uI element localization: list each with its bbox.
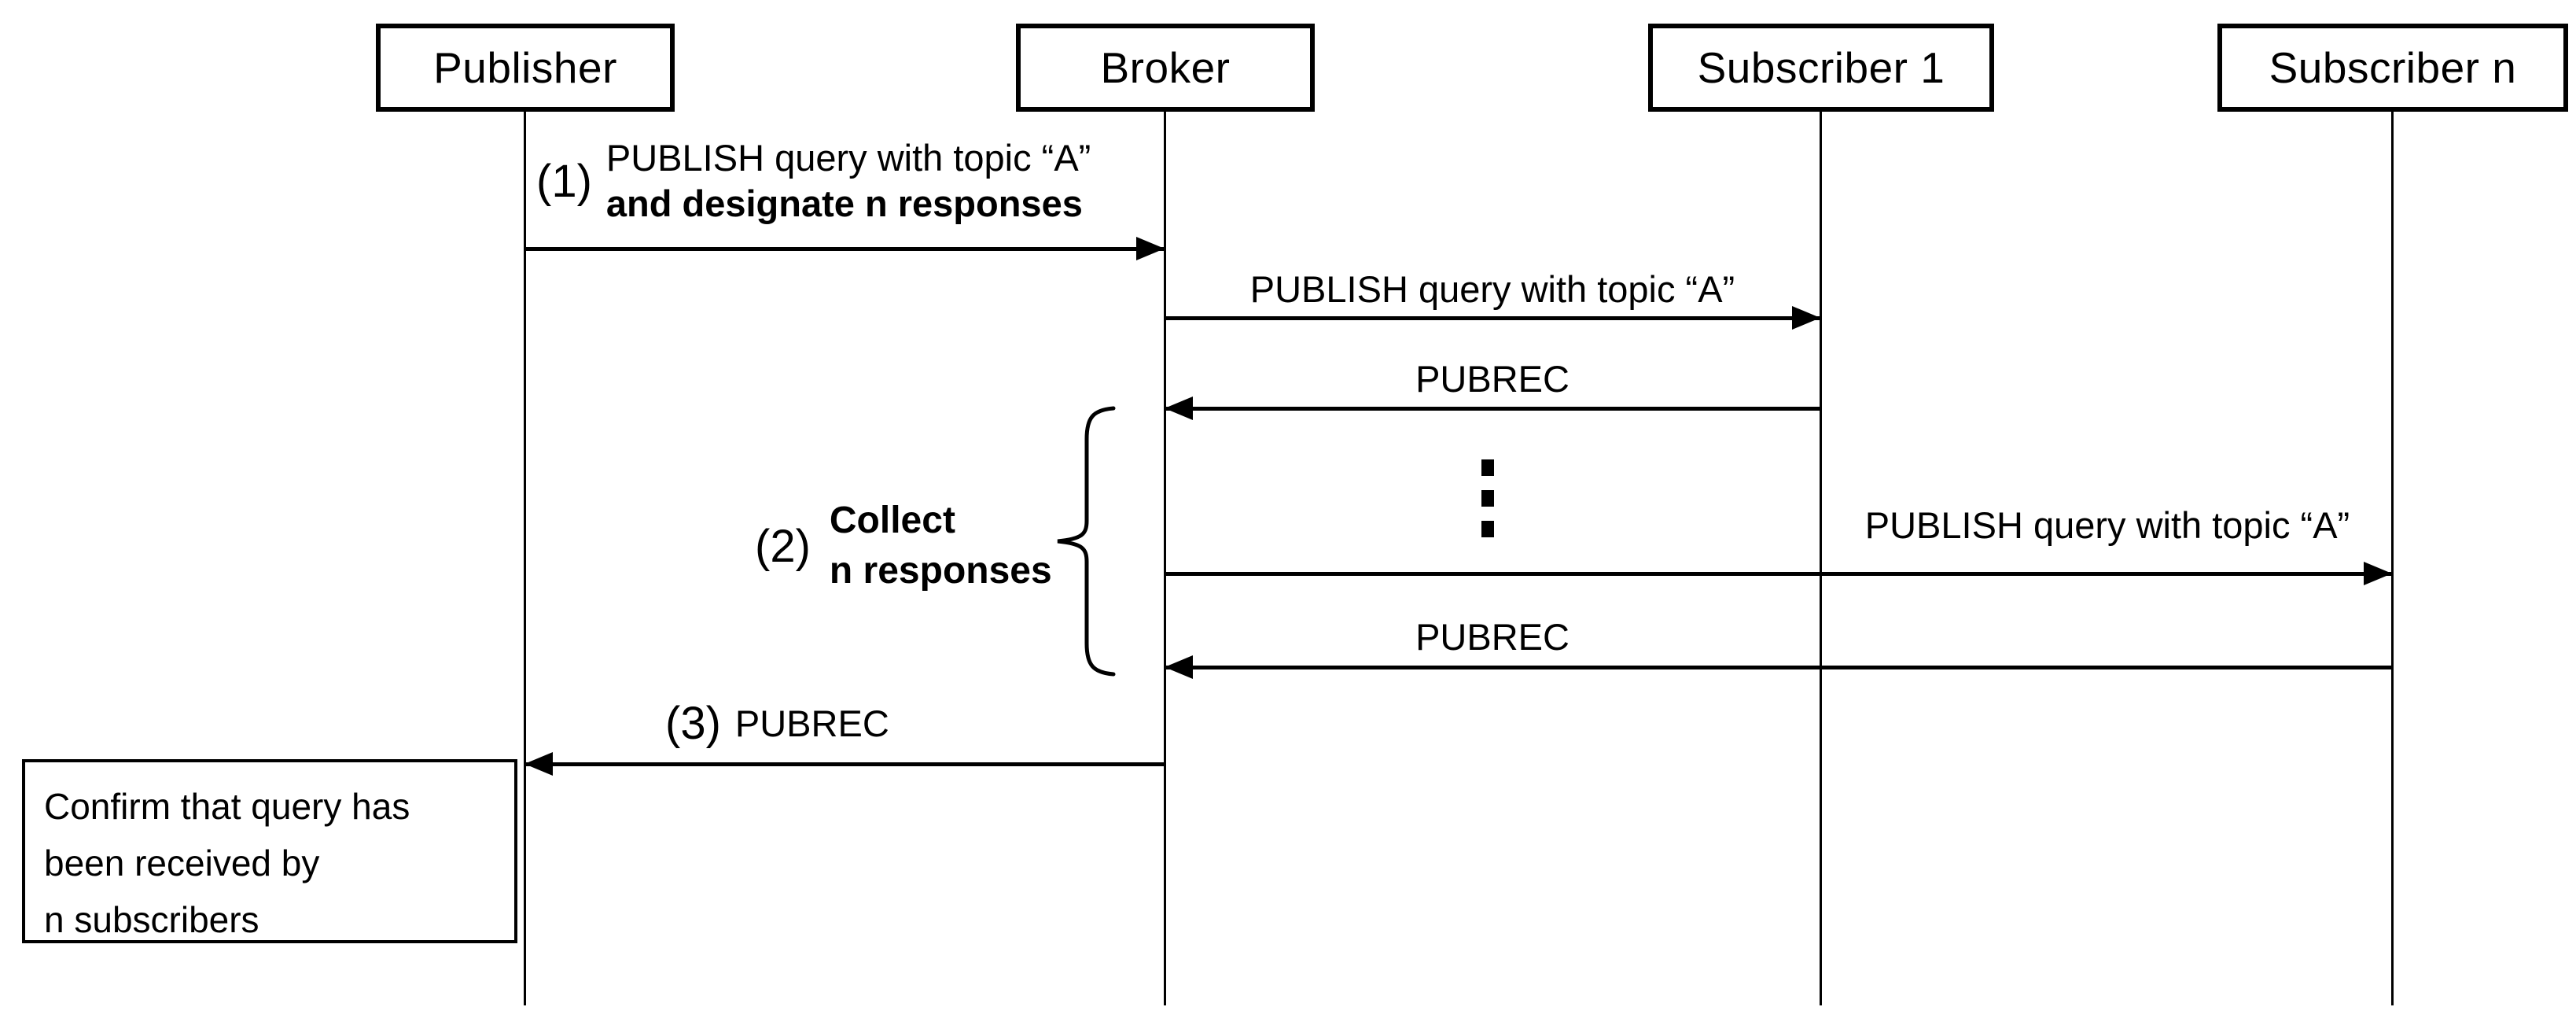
arrowhead-right-icon [1136,237,1165,260]
message-5-label: PUBREC [1415,616,1570,658]
vertical-ellipsis-icon [1481,459,1494,537]
message-1-label-line2: and designate n responses [605,183,1083,224]
lifeline-subscriber-n [2391,112,2394,1005]
actor-label-publisher: Publisher [433,43,617,92]
lifeline-publisher [524,112,526,1005]
lifeline-broker [1164,112,1166,1005]
message-1-label-line1: PUBLISH query with topic “A” [605,137,1091,179]
actor-box-subscriber-n: Subscriber n [2217,24,2568,112]
arrowhead-left-icon [1165,655,1193,679]
note-line-2: been received by [44,843,320,883]
step-number-3: (3) [665,698,721,749]
arrowhead-right-icon [2364,562,2392,585]
collect-brace-icon [1057,406,1116,677]
step-number-2: (2) [755,520,811,572]
message-4-label: PUBLISH query with topic “A” [1864,504,2350,546]
message-3-label: PUBREC [1415,358,1570,400]
message-2-label: PUBLISH query with topic “A” [1249,268,1735,310]
actor-box-publisher: Publisher [376,24,675,112]
message-6-label: PUBREC [734,703,889,744]
actor-box-subscriber-1: Subscriber 1 [1648,24,1994,112]
step-number-1: (1) [536,155,592,207]
collect-label-line1: Collect [829,500,955,541]
actor-label-subscriber-1: Subscriber 1 [1697,43,1945,92]
collect-annotation-group: (2) Collect n responses [755,496,1052,596]
confirmation-note-box: Confirm that query has been received by … [22,759,517,943]
message-6-label-group: (3) PUBREC [665,697,889,750]
arrowhead-left-icon [524,752,553,776]
message-1-label-group: (1) PUBLISH query with topic “A” and des… [536,135,1091,227]
actor-label-broker: Broker [1100,43,1231,92]
note-line-3: n subscribers [44,899,259,940]
arrowhead-right-icon [1792,306,1820,330]
lifeline-subscriber-1 [1820,112,1822,1005]
note-line-1: Confirm that query has [44,786,410,827]
arrowhead-left-icon [1165,397,1193,420]
actor-label-subscriber-n: Subscriber n [2269,43,2517,92]
actor-box-broker: Broker [1016,24,1315,112]
collect-label-line2: n responses [829,550,1052,592]
